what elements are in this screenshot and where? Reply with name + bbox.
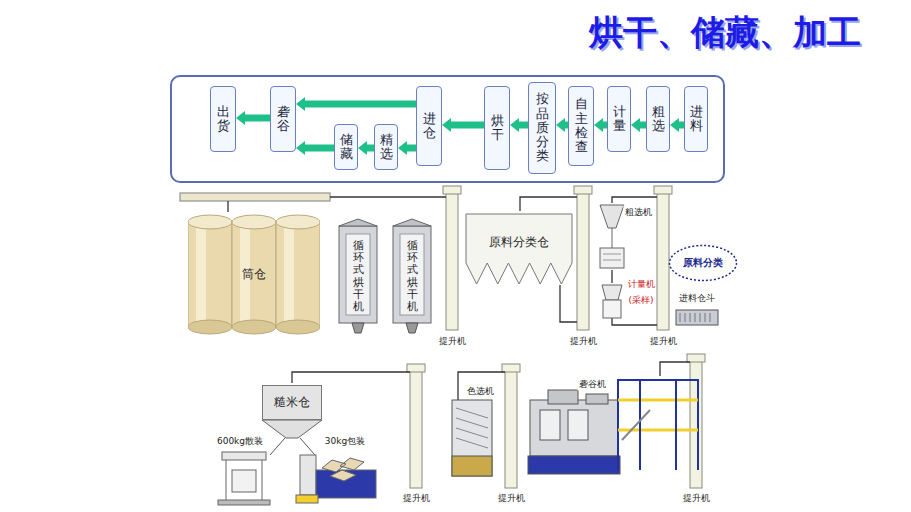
part-label: 提升机 bbox=[402, 492, 431, 505]
node-text: 原料分类仓 bbox=[489, 234, 549, 251]
arrow-shaft bbox=[407, 145, 416, 152]
node-text: 循环式烘干机 bbox=[353, 240, 364, 313]
bulk-packing bbox=[218, 452, 270, 505]
bin-shape: 原料分类仓 bbox=[465, 213, 573, 285]
node-text: 进料 bbox=[690, 105, 703, 134]
arrow-head bbox=[296, 141, 305, 155]
process-box: 按品质分类 bbox=[528, 82, 556, 174]
process-box: 烘干 bbox=[484, 86, 510, 170]
arrow-head bbox=[296, 97, 305, 111]
part-label: 提升机 bbox=[438, 335, 467, 348]
node-text: 精选 bbox=[380, 133, 393, 162]
flow-arrow bbox=[296, 97, 416, 111]
flow-arrow bbox=[556, 118, 568, 132]
node-text: 自主检查 bbox=[575, 97, 588, 154]
process-box: 计量 bbox=[607, 86, 631, 152]
arrow-head bbox=[442, 118, 451, 132]
arrow-shaft bbox=[519, 122, 528, 129]
part-label: 30kg包装 bbox=[324, 435, 366, 448]
arrow-shaft bbox=[451, 122, 484, 129]
flow-arrow bbox=[358, 141, 374, 155]
node-text: 砻谷 bbox=[277, 105, 290, 134]
node-text: 粗选 bbox=[652, 105, 665, 134]
node-text: 储藏 bbox=[340, 133, 353, 162]
arrow-shaft bbox=[305, 101, 416, 108]
process-box: 储藏 bbox=[334, 124, 358, 170]
part-label: 色选机 bbox=[466, 385, 495, 398]
silo-shape: 筒仓 bbox=[188, 214, 320, 335]
part-label: 进料仓斗 bbox=[678, 292, 716, 305]
flow-arrow bbox=[510, 118, 528, 132]
process-panel: 进料粗选计量 自主检查 按品质分类 烘干 进仓精选储藏 砻谷 出货 bbox=[170, 75, 725, 183]
part-label: (采样) bbox=[627, 294, 654, 307]
node-text: 糙米仓 bbox=[274, 394, 310, 411]
node-text: 出货 bbox=[217, 105, 230, 134]
part-label: 提升机 bbox=[682, 492, 711, 505]
node-text: 循环式烘干机 bbox=[407, 240, 418, 313]
bag-packing bbox=[296, 455, 376, 503]
process-box: 精选 bbox=[374, 124, 398, 170]
part-label: 提升机 bbox=[569, 335, 598, 348]
process-box: 砻谷 bbox=[270, 86, 296, 152]
flow-arrow bbox=[670, 118, 684, 132]
node-text: 烘干 bbox=[491, 114, 504, 143]
dryer-shape: 循环式烘干机 bbox=[392, 218, 432, 335]
arrow-shaft bbox=[245, 115, 270, 122]
flow-arrow bbox=[296, 141, 334, 155]
flow-arrow bbox=[236, 111, 270, 125]
part-label: 提升机 bbox=[649, 335, 678, 348]
arrow-shaft bbox=[367, 145, 374, 152]
color-sorter bbox=[452, 400, 492, 476]
arrow-head bbox=[594, 118, 603, 132]
flow-arrow bbox=[631, 118, 646, 132]
arrow-head bbox=[510, 118, 519, 132]
part-label: 600kg散装 bbox=[216, 435, 264, 448]
flow-arrow bbox=[398, 141, 416, 155]
node-text: 计量 bbox=[613, 105, 626, 134]
process-box: 粗选 bbox=[646, 86, 670, 152]
node-text: 按品质分类 bbox=[536, 92, 549, 163]
page-title: 烘干、储藏、加工 bbox=[589, 10, 861, 56]
part-label: 粗选机 bbox=[624, 206, 653, 219]
process-box: 进仓 bbox=[416, 86, 442, 166]
rice-huller bbox=[528, 390, 620, 474]
process-box: 自主检查 bbox=[568, 86, 594, 166]
arrow-head bbox=[556, 118, 565, 132]
part-label: 计量机 bbox=[627, 278, 656, 291]
elevators bbox=[407, 186, 705, 488]
box-shape: 糙米仓 bbox=[262, 385, 322, 420]
flow-arrow bbox=[442, 118, 484, 132]
arrow-head bbox=[358, 141, 367, 155]
coarse-cleaner bbox=[600, 205, 624, 318]
brown-rice-hopper bbox=[262, 420, 322, 455]
arrow-head bbox=[398, 141, 407, 155]
huller-frame bbox=[618, 380, 698, 470]
process-box: 进料 bbox=[684, 86, 708, 152]
ellipse-shape: 原料分类 bbox=[668, 244, 738, 282]
dryer-shape: 循环式烘干机 bbox=[338, 218, 378, 335]
intake-hopper bbox=[676, 310, 718, 325]
arrow-shaft bbox=[305, 145, 334, 152]
arrow-head bbox=[631, 118, 640, 132]
node-text: 原料分类 bbox=[683, 256, 723, 270]
process-box: 出货 bbox=[210, 86, 236, 152]
node-text: 进仓 bbox=[423, 112, 436, 141]
part-label: 提升机 bbox=[497, 492, 526, 505]
node-outline bbox=[465, 213, 573, 285]
flow-arrow bbox=[594, 118, 607, 132]
node-text: 筒仓 bbox=[242, 266, 266, 283]
arrow-head bbox=[670, 118, 679, 132]
conveyor-lines bbox=[180, 193, 690, 400]
arrow-head bbox=[236, 111, 245, 125]
part-label: 砻谷机 bbox=[578, 378, 607, 391]
